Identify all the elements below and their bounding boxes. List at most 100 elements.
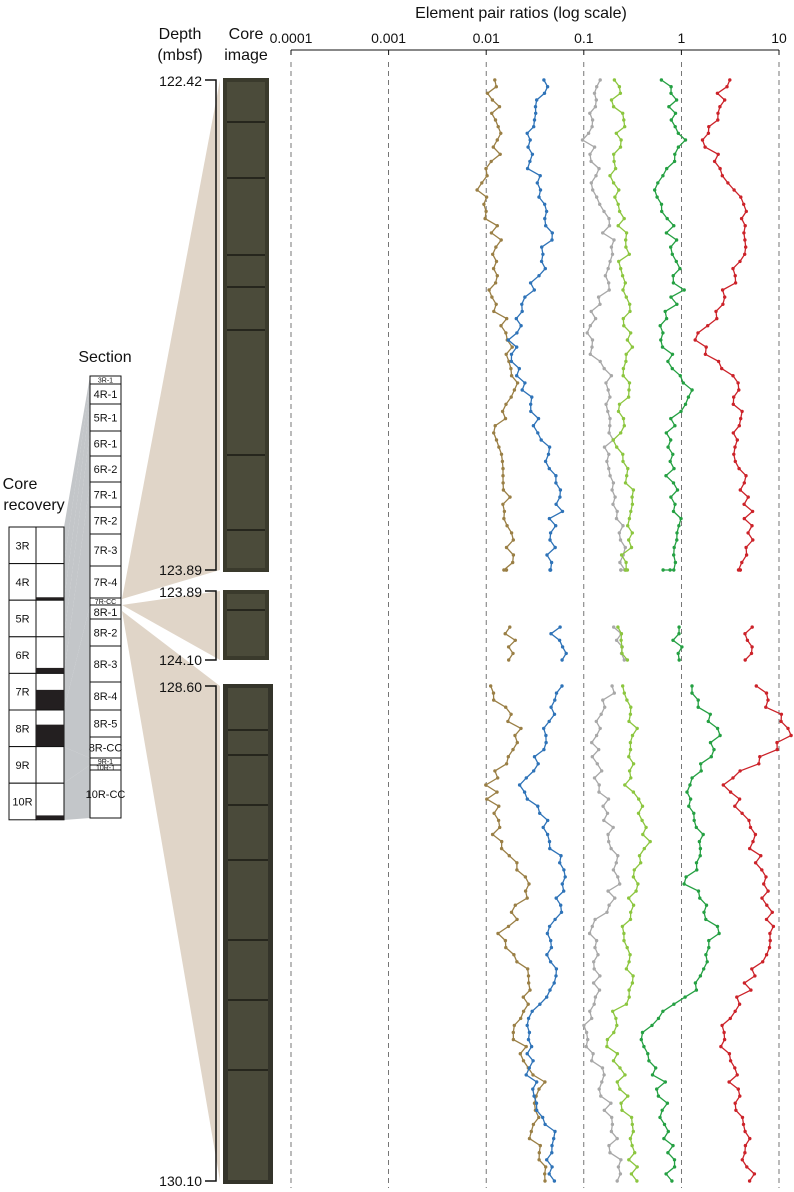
- series-3-point: [610, 684, 614, 688]
- series-5-point: [672, 159, 677, 164]
- series-4-point: [629, 1172, 634, 1176]
- series-5-point: [664, 1172, 668, 1176]
- series-5-point: [659, 338, 663, 342]
- series-4-point: [648, 839, 652, 844]
- series-5-point: [672, 224, 676, 228]
- series-1-point: [513, 733, 517, 738]
- series-6-point: [721, 302, 725, 306]
- series-1-point: [515, 381, 520, 385]
- series-2-point: [526, 1016, 531, 1021]
- series-6-point: [704, 345, 708, 349]
- series-4-point: [621, 111, 625, 116]
- series-2-point: [550, 231, 554, 235]
- series-5-point: [696, 889, 701, 893]
- section-label: 8R-4: [94, 691, 118, 703]
- series-2-point: [543, 266, 547, 271]
- series-1-point: [501, 488, 506, 492]
- series-2-point: [553, 1129, 557, 1134]
- series-5-point: [686, 395, 691, 399]
- section-label: 8R-5: [94, 719, 118, 731]
- series-5-line: [640, 686, 721, 1182]
- series-1-point: [503, 416, 508, 421]
- series-1-point: [525, 896, 529, 900]
- chart-series: [475, 78, 793, 1183]
- series-5-point: [666, 1129, 670, 1134]
- section-label: 10R-CC: [86, 789, 126, 801]
- series-6-point: [716, 118, 720, 122]
- depth-label-bottom-1: 123.89: [159, 562, 202, 578]
- series-3-point: [596, 953, 600, 957]
- series-2-point: [531, 1059, 535, 1063]
- core-image-1-inner: [227, 82, 265, 568]
- series-6-point: [723, 98, 727, 102]
- series-6-point: [764, 875, 768, 879]
- series-3-point: [600, 1080, 604, 1084]
- series-3-point: [621, 524, 625, 528]
- series-1-point: [513, 638, 517, 642]
- series-2-point: [528, 281, 533, 285]
- series-2-point: [543, 459, 548, 464]
- series-3-point: [585, 331, 589, 335]
- core-recovery-bar-frame: [35, 782, 65, 821]
- series-4-point: [623, 481, 628, 485]
- section-connector: [64, 404, 90, 637]
- series-3-point: [618, 560, 622, 565]
- series-6-point: [733, 459, 737, 464]
- series-3-point: [609, 1129, 614, 1134]
- series-3-point: [607, 288, 611, 292]
- series-4-point: [613, 166, 618, 171]
- series-5-point: [660, 1108, 664, 1113]
- series-1-point: [504, 945, 508, 950]
- series-2-point: [553, 545, 557, 550]
- series-1-point: [499, 846, 504, 851]
- series-2-point: [547, 719, 551, 724]
- series-4-point: [626, 395, 631, 399]
- series-4-point: [627, 252, 631, 256]
- series-2-point: [554, 481, 558, 485]
- series-6-point: [753, 832, 758, 837]
- series-6-point: [742, 502, 746, 506]
- series-3-point: [613, 495, 617, 499]
- series-3-point: [593, 945, 597, 950]
- header: Depth (mbsf) Core image Element pair rat…: [3, 5, 627, 514]
- series-2-point: [544, 224, 548, 228]
- series-1-point: [489, 684, 493, 688]
- series-2-point: [550, 1165, 554, 1169]
- series-3-point: [615, 1136, 619, 1141]
- series-2-point: [559, 903, 563, 907]
- core-recovery-label: 10R: [12, 797, 32, 809]
- series-5-point: [697, 839, 702, 844]
- series-4-point: [621, 316, 625, 321]
- series-2-point: [536, 762, 540, 766]
- series-3-point: [588, 1009, 592, 1013]
- series-6-point: [719, 1044, 723, 1049]
- series-5-point: [669, 438, 673, 442]
- series-6-point: [737, 1002, 742, 1006]
- series-5-point: [704, 953, 708, 957]
- series-6-point: [760, 868, 764, 872]
- series-2-point: [558, 861, 562, 865]
- series-3-point: [598, 78, 602, 82]
- series-4-point: [625, 474, 629, 478]
- series-1-point: [508, 495, 512, 499]
- series-4-point: [627, 516, 632, 521]
- series-2-point: [557, 638, 562, 642]
- series-6-point: [720, 366, 724, 371]
- series-3-point: [618, 882, 622, 886]
- series-1-point: [526, 967, 530, 971]
- series-4-point: [621, 416, 626, 421]
- series-3-point: [590, 118, 595, 122]
- series-1-point: [498, 152, 502, 156]
- series-6-point: [735, 1073, 739, 1077]
- series-6-point: [736, 1087, 740, 1091]
- series-4-point: [630, 1143, 634, 1148]
- section-label: 6R-2: [94, 464, 118, 476]
- series-6-point: [739, 416, 743, 421]
- series-5-point: [656, 1094, 661, 1098]
- series-2-point: [526, 145, 530, 149]
- series-4-point: [611, 181, 616, 185]
- series-2-point: [546, 818, 550, 823]
- series-1-point: [511, 1037, 516, 1042]
- series-6-point: [743, 1143, 748, 1148]
- series-4-point: [621, 452, 625, 456]
